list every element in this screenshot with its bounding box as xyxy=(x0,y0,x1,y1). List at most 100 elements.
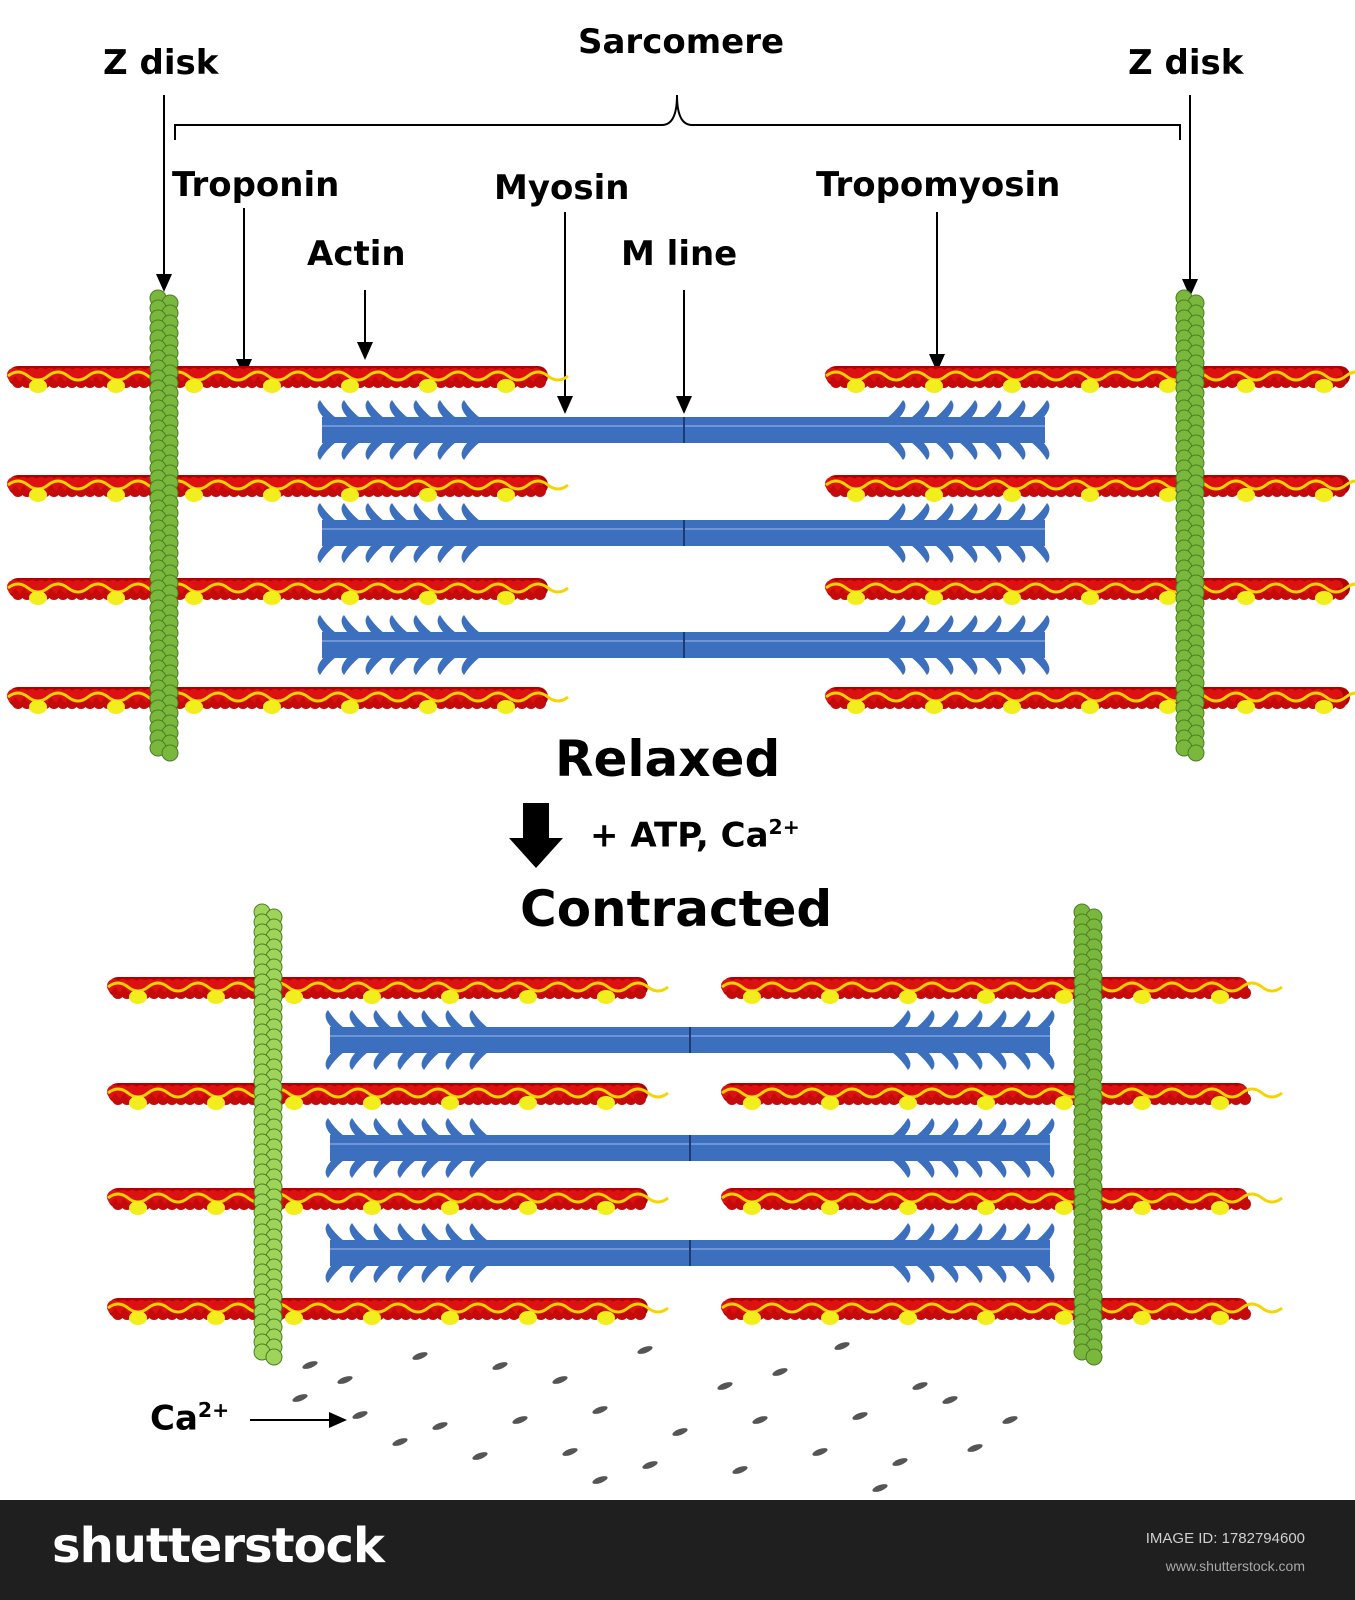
z-disk-right-label: Z disk xyxy=(1128,43,1244,83)
troponin-bead xyxy=(597,1096,615,1110)
myosin-head xyxy=(1007,615,1026,639)
myosin-head xyxy=(1031,539,1050,563)
myosin-head xyxy=(983,400,1002,424)
myosin-head xyxy=(940,1118,959,1142)
myosin-head xyxy=(461,615,480,639)
myosin-head xyxy=(365,436,384,460)
calcium-ion xyxy=(492,1362,508,1370)
myosin-head xyxy=(1012,1010,1031,1034)
tropomyosin-strand xyxy=(7,691,569,703)
myosin-head xyxy=(911,615,930,639)
troponin-bead xyxy=(1055,1311,1073,1325)
relaxed-actin-left-0 xyxy=(7,366,569,393)
myosin-head xyxy=(959,400,978,424)
myosin-head xyxy=(445,1259,464,1283)
troponin-bead xyxy=(1237,488,1255,502)
myosin-head xyxy=(935,400,954,424)
troponin-bead xyxy=(1211,1201,1229,1215)
myosin-head xyxy=(421,1010,440,1034)
myosin-head xyxy=(421,1046,440,1070)
myosin-head xyxy=(983,503,1002,527)
myosin-head xyxy=(397,1154,416,1178)
troponin-bead xyxy=(1081,379,1099,393)
myosin-head xyxy=(1012,1259,1031,1283)
myosin-head xyxy=(1007,503,1026,527)
troponin-bead xyxy=(1315,379,1333,393)
troponin-bead xyxy=(263,591,281,605)
myosin-head xyxy=(940,1223,959,1247)
relaxed-myosin-2 xyxy=(317,615,1050,675)
troponin-bead xyxy=(1055,1201,1073,1215)
myosin-head xyxy=(1007,539,1026,563)
myosin-head xyxy=(317,539,336,563)
calcium-ion xyxy=(302,1361,318,1369)
troponin-bead xyxy=(743,990,761,1004)
troponin-bead xyxy=(899,1201,917,1215)
myosin-head xyxy=(373,1259,392,1283)
myosin-head xyxy=(349,1259,368,1283)
reagents-text: + ATP, Ca xyxy=(590,815,769,856)
myosin-head xyxy=(445,1046,464,1070)
troponin-bead xyxy=(519,1096,537,1110)
contracted-actin-right-0 xyxy=(721,977,1283,1004)
myosin-head xyxy=(349,1223,368,1247)
myosin-head xyxy=(935,615,954,639)
troponin-bead xyxy=(341,379,359,393)
contracted-z-disk-right xyxy=(1073,903,1103,1366)
troponin-label: Troponin xyxy=(172,165,340,205)
myosin-head xyxy=(413,651,432,675)
troponin-bead xyxy=(847,379,865,393)
troponin-bead xyxy=(129,990,147,1004)
myosin-head xyxy=(1036,1010,1055,1034)
myosin-head xyxy=(341,539,360,563)
myosin-head xyxy=(469,1259,488,1283)
myosin-head xyxy=(959,615,978,639)
troponin-bead xyxy=(1159,379,1177,393)
sarcomere-label: Sarcomere xyxy=(578,22,785,62)
myosin-head xyxy=(935,436,954,460)
troponin-bead xyxy=(1159,700,1177,714)
troponin-bead xyxy=(821,1096,839,1110)
myosin-head xyxy=(325,1154,344,1178)
myosin-head xyxy=(413,539,432,563)
myosin-head xyxy=(911,436,930,460)
troponin-bead xyxy=(1081,488,1099,502)
myosin-head xyxy=(916,1046,935,1070)
myosin-head xyxy=(317,503,336,527)
myosin-head xyxy=(317,615,336,639)
myosin-head xyxy=(445,1154,464,1178)
tropomyosin-strand xyxy=(107,1087,669,1099)
troponin-bead xyxy=(1159,591,1177,605)
troponin-bead xyxy=(363,1096,381,1110)
calcium-ion xyxy=(562,1448,578,1456)
myosin-head xyxy=(397,1223,416,1247)
myosin-head xyxy=(892,1259,911,1283)
myosin-head xyxy=(988,1154,1007,1178)
myosin-head xyxy=(916,1223,935,1247)
troponin-bead xyxy=(1133,1311,1151,1325)
site-url: www.shutterstock.com xyxy=(1165,1558,1305,1574)
myosin-head xyxy=(988,1118,1007,1142)
myosin-head xyxy=(437,503,456,527)
calcium-ion xyxy=(892,1458,908,1466)
troponin-bead xyxy=(1003,700,1021,714)
myosin-head xyxy=(959,503,978,527)
calcium-ion xyxy=(1002,1416,1018,1424)
relaxed-actin-right-0 xyxy=(825,366,1355,393)
relaxed-z-disk-right xyxy=(1175,289,1205,762)
troponin-bead xyxy=(847,488,865,502)
myosin-head xyxy=(983,539,1002,563)
troponin-bead xyxy=(441,990,459,1004)
actin-bead xyxy=(634,1093,646,1105)
troponin-bead xyxy=(925,488,943,502)
actin-bead xyxy=(634,1198,646,1210)
troponin-bead xyxy=(743,1201,761,1215)
troponin-bead xyxy=(1315,488,1333,502)
troponin-bead xyxy=(1237,379,1255,393)
myosin-head xyxy=(389,651,408,675)
calcium-ion xyxy=(412,1352,428,1360)
troponin-bead xyxy=(107,379,125,393)
z-disk-left-label: Z disk xyxy=(103,43,219,83)
myosin-head xyxy=(389,436,408,460)
myosin-head xyxy=(437,539,456,563)
